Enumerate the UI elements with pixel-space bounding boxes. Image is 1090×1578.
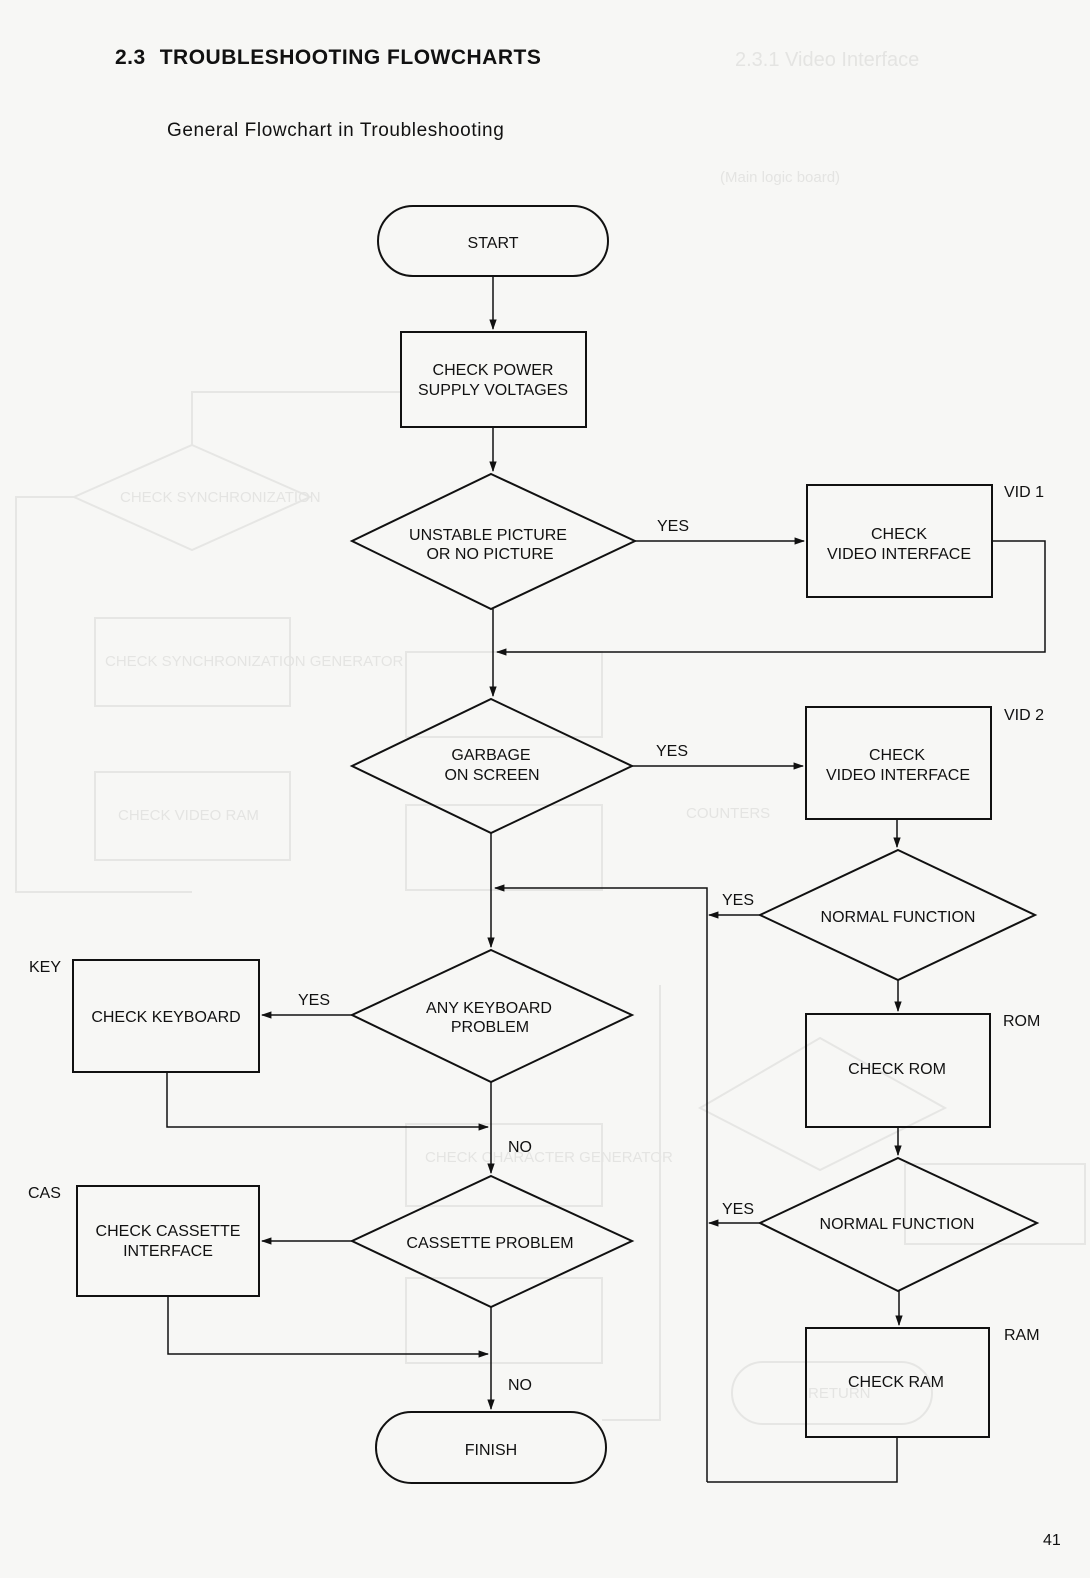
cassette-if-line1: CHECK CASSETTE: [96, 1223, 241, 1240]
ghost-sub: (Main logic board): [720, 169, 840, 186]
ghost-line-b: [15, 496, 192, 893]
vid1-label-line1: CHECK: [871, 526, 927, 543]
normal-function-decision-1: [757, 848, 1038, 982]
ghost-text-e: CHECK CHARACTER GENERATOR: [425, 1149, 673, 1166]
garbage-label-line1: GARBAGE: [451, 747, 530, 764]
ghost-box-d: [405, 804, 603, 891]
tag-rom: ROM: [1003, 1013, 1040, 1030]
yes-label-normal1: YES: [722, 892, 754, 909]
yes-label-garbage: YES: [656, 743, 688, 760]
finish-label: FINISH: [465, 1442, 517, 1459]
page-number: 41: [1043, 1532, 1061, 1549]
ghost-text-f: RETURN: [808, 1385, 871, 1402]
normal-function-decision-2: [757, 1156, 1040, 1293]
section-number: 2.3: [115, 46, 146, 69]
yes-label-keyboard: YES: [298, 992, 330, 1009]
ghost-box-b: [94, 771, 291, 861]
arrow-return-bus: [493, 884, 708, 1482]
arrow-cassette-return: [167, 1296, 490, 1358]
connector-layer: [166, 276, 1046, 1483]
no-label-cassette: NO: [508, 1377, 532, 1394]
shape-layer: [72, 205, 1040, 1484]
garbage-label-line2: ON SCREEN: [444, 767, 539, 784]
tag-vid2: VID 2: [1004, 707, 1044, 724]
garbage-decision: [349, 697, 635, 835]
normal1-label: NORMAL FUNCTION: [821, 909, 976, 926]
rom-box: [805, 1013, 991, 1128]
keyboard-q-line1: ANY KEYBOARD: [426, 1000, 552, 1017]
bleed-through-layer: 2.3.1 Video Interface (Main logic board)…: [15, 49, 1086, 1425]
ghost-text-c: CHECK VIDEO RAM: [118, 807, 259, 824]
ghost-text-d: COUNTERS: [686, 805, 770, 822]
cassette-if-line2: INTERFACE: [123, 1243, 213, 1260]
vid2-label-line1: CHECK: [869, 747, 925, 764]
rom-label: CHECK ROM: [848, 1061, 946, 1078]
no-label-keyboard: NO: [508, 1139, 532, 1156]
line-ram-to-bus: [707, 1437, 898, 1483]
cassette-decision: [349, 1174, 635, 1309]
unstable-label-line2: OR NO PICTURE: [426, 546, 553, 563]
cassette-interface-box: [76, 1185, 260, 1297]
ghost-box-e: [405, 1123, 603, 1207]
vid1-box: [806, 484, 993, 598]
start-label: START: [468, 235, 519, 252]
arrow-keyboard-return: [166, 1072, 490, 1131]
ghost-box-f: [405, 1277, 603, 1364]
vid2-label-line2: VIDEO INTERFACE: [826, 767, 970, 784]
label-layer: START CHECK POWER SUPPLY VOLTAGES UNSTAB…: [28, 235, 1044, 1459]
ghost-box-c: [405, 651, 603, 738]
vid1-label-line2: VIDEO INTERFACE: [827, 546, 971, 563]
tag-key: KEY: [29, 959, 61, 976]
tag-cas: CAS: [28, 1185, 61, 1202]
yes-label-unstable: YES: [657, 518, 689, 535]
section-title: TROUBLESHOOTING FLOWCHARTS: [159, 46, 542, 69]
keyboard-box: [72, 959, 260, 1073]
flowchart-subtitle: General Flowchart in Troubleshooting: [167, 120, 505, 141]
power-label-line2: SUPPLY VOLTAGES: [418, 382, 568, 399]
unstable-picture-decision: [349, 472, 638, 611]
ghost-line-a: [191, 391, 400, 445]
tag-ram: RAM: [1004, 1327, 1040, 1344]
unstable-label-line1: UNSTABLE PICTURE: [409, 527, 567, 544]
ghost-terminal: [731, 1361, 933, 1425]
finish-terminal: [375, 1411, 607, 1484]
section-heading: 2.3 TROUBLESHOOTING FLOWCHARTS: [115, 46, 541, 70]
yes-label-normal2: YES: [722, 1201, 754, 1218]
ghost-heading: 2.3.1 Video Interface: [735, 49, 919, 71]
normal2-label: NORMAL FUNCTION: [820, 1216, 975, 1233]
ghost-text-b: CHECK SYNCHRONIZATION GENERATOR: [105, 653, 404, 670]
vid2-box: [805, 706, 992, 820]
tag-vid1: VID 1: [1004, 484, 1044, 501]
cassette-q-label: CASSETTE PROBLEM: [406, 1235, 573, 1252]
arrow-vid1-return: [495, 540, 1046, 656]
ghost-line-c: [602, 985, 661, 1421]
keyboard-decision: [349, 948, 635, 1084]
ghost-diamond-a: [71, 443, 313, 552]
ghost-text-a: CHECK SYNCHRONIZATION: [120, 489, 321, 506]
ram-label: CHECK RAM: [848, 1374, 944, 1391]
power-supply-box: [400, 331, 587, 428]
ghost-box-a: [94, 617, 291, 707]
check-keyboard-label: CHECK KEYBOARD: [91, 1009, 240, 1026]
keyboard-q-line2: PROBLEM: [451, 1019, 529, 1036]
ram-box: [805, 1327, 990, 1438]
ghost-diamond-b: [697, 1036, 948, 1172]
start-terminal: [377, 205, 609, 277]
power-label-line1: CHECK POWER: [433, 362, 554, 379]
